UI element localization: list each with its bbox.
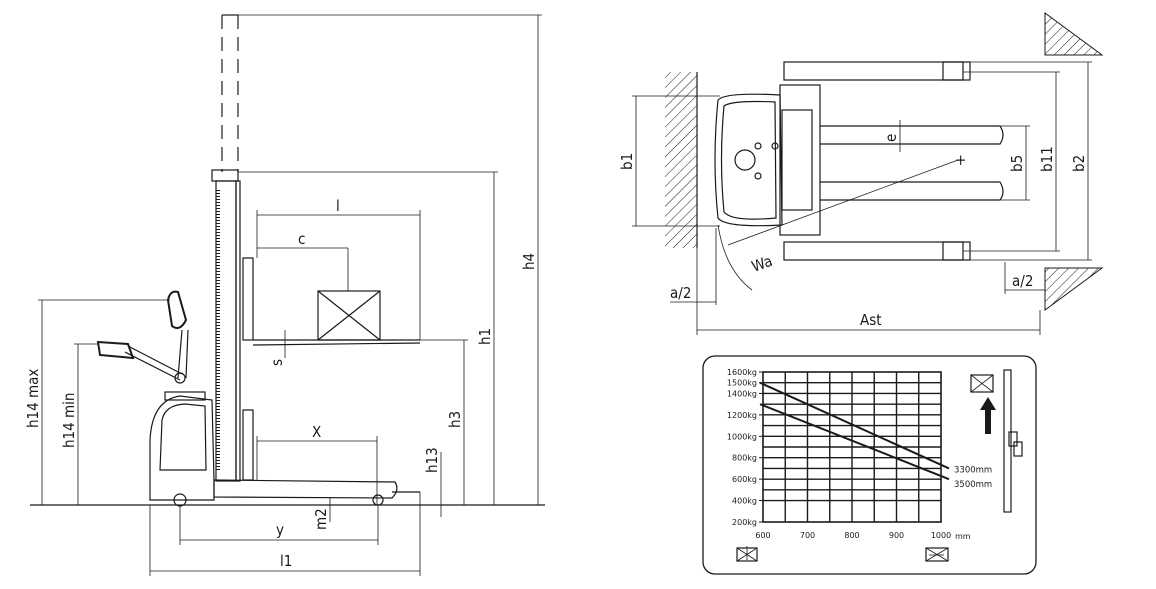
dim-x: X (312, 423, 321, 441)
dim-b5: b5 (1008, 155, 1026, 172)
dim-h1: h1 (476, 328, 494, 345)
dim-a2-left: a/2 (670, 284, 691, 302)
tiller (96, 290, 189, 384)
chart-y-ticks: 200kg 400kg 600kg 800kg 1000kg 1200kg 1400kg15… (727, 368, 763, 527)
load-chart: 200kg 400kg 600kg 800kg 1000kg 1200kg 1400kg15… (702, 355, 1037, 575)
legend-label: 3300mm (954, 465, 992, 475)
dim-b1: b1 (618, 153, 636, 170)
dim-ast: Ast (860, 311, 882, 329)
y-tick-label: 600kg (732, 475, 757, 484)
x-tick-label: 1000 (931, 531, 951, 540)
load-box (317, 290, 381, 341)
y-tick-label: 1600kg (727, 368, 757, 377)
dim-l1: l1 (280, 552, 292, 570)
chart-lines (759, 381, 950, 481)
series-line (759, 381, 950, 470)
dim-c: c (298, 230, 305, 248)
dim-h3: h3 (446, 411, 464, 428)
mast (211, 169, 241, 482)
outrigger-bottom (783, 241, 971, 261)
dim-a2-right: a/2 (1012, 272, 1033, 290)
dim-h13: h13 (423, 447, 441, 473)
dim-h14-min: h14 min (60, 393, 78, 448)
dim-e: e (882, 134, 900, 142)
dim-wa: Wa (749, 252, 775, 276)
chart-x-unit: mm (955, 532, 971, 541)
y-tick-label: 1200kg (727, 411, 757, 420)
chart-x-ticks: 600 700 800 900 1000 (755, 531, 951, 540)
chart-legend: 3300mm 3500mm (954, 465, 992, 490)
outrigger-top (783, 61, 971, 81)
wall-bottom-right (1044, 267, 1104, 311)
y-tick-label: 800kg (732, 454, 757, 463)
chart-grid (762, 371, 942, 523)
chart-frame (702, 355, 1037, 575)
x-tick-label: 800 (844, 531, 859, 540)
wall-left (665, 72, 697, 248)
x-tick-label: 700 (800, 531, 815, 540)
y-tick-label: 1500kg (727, 379, 757, 388)
y-tick-label: 200kg (732, 518, 757, 527)
x-tick-label: 900 (889, 531, 904, 540)
dim-h14-max: h14 max (24, 369, 42, 428)
y-tick-label: 1400kg (727, 389, 757, 398)
series-line (759, 403, 950, 481)
truck-body (149, 391, 420, 507)
y-tick-label: 400kg (732, 497, 757, 506)
lift-arrow-icon (980, 397, 996, 434)
dim-m2: m2 (312, 508, 330, 530)
side-view: l c s X y l1 m2 h13 h3 (24, 14, 545, 576)
wall-top-right (1044, 12, 1104, 56)
load-center-icon-left (736, 546, 758, 562)
dim-s: s (268, 359, 286, 366)
dim-h4: h4 (520, 253, 538, 270)
load-center-icon-right (925, 547, 949, 562)
dim-l: l (336, 197, 340, 215)
dim-b2: b2 (1070, 155, 1088, 172)
dim-y: y (276, 521, 284, 539)
y-tick-label: 1000kg (727, 432, 757, 441)
x-tick-label: 600 (755, 531, 770, 540)
fork-upper (820, 125, 1004, 145)
load-position-icon (970, 369, 1023, 513)
center-cross: + (955, 151, 966, 169)
legend-label: 3500mm (954, 480, 992, 490)
fork-lower (820, 181, 1004, 201)
dim-b11: b11 (1038, 146, 1056, 172)
top-view: b1 e b5 b11 b2 + Wa a/2 a/2 A (618, 12, 1104, 335)
load-wheel (372, 494, 384, 506)
extended-mast (221, 14, 239, 172)
